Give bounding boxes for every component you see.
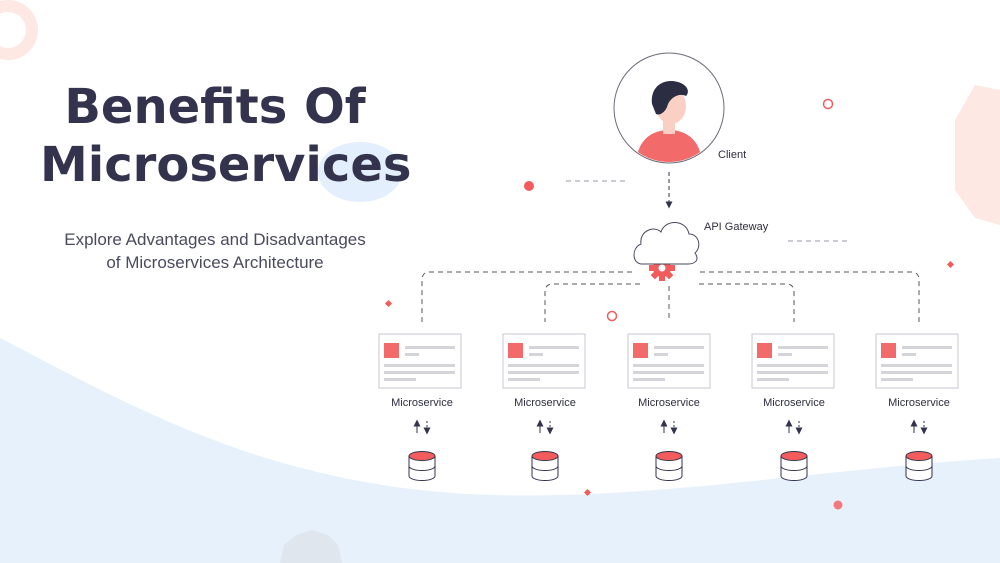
- connector-line: [699, 283, 795, 322]
- page-title: Benefits Of Microservices: [40, 78, 411, 194]
- card-icon: [881, 343, 896, 358]
- card-line: [384, 364, 455, 367]
- database-icon: [531, 451, 559, 481]
- api-gateway-node: API Gateway: [633, 221, 769, 281]
- card-line: [633, 364, 704, 367]
- card-line: [508, 378, 540, 381]
- sync-arrows-icon: [536, 419, 554, 435]
- connector-line: [544, 283, 640, 322]
- database-icon: [655, 451, 683, 481]
- page-subtitle: Explore Advantages and Disadvantages of …: [40, 228, 390, 274]
- card-line: [405, 353, 419, 356]
- microservice-node: Microservice: [751, 333, 835, 481]
- card-line: [508, 371, 579, 374]
- right-hexagon-shape: [955, 85, 1000, 225]
- sync-arrows-icon: [785, 419, 803, 435]
- card-line: [384, 371, 455, 374]
- decor-dot: [822, 98, 834, 110]
- microservice-label: Microservice: [638, 397, 700, 409]
- card-line: [405, 346, 455, 349]
- card-line: [881, 378, 913, 381]
- decor-diamond: [384, 299, 393, 308]
- client-node: Client: [613, 52, 746, 164]
- card-line: [508, 364, 579, 367]
- card-line: [654, 346, 704, 349]
- card-line: [757, 371, 828, 374]
- top-left-ring: [0, 0, 38, 60]
- title-line-2: Microservices: [40, 137, 412, 193]
- gateway-label: API Gateway: [704, 221, 769, 233]
- microservice-node: Microservice: [502, 333, 586, 481]
- card-line: [881, 371, 952, 374]
- card-line: [633, 378, 665, 381]
- sync-arrows-icon: [413, 419, 431, 435]
- decor-dot: [524, 181, 534, 191]
- connector-line: [700, 271, 920, 322]
- bottom-gear-shape: [280, 530, 342, 563]
- microservice-label: Microservice: [888, 397, 950, 409]
- database-icon: [905, 451, 933, 481]
- connector-line: [421, 271, 632, 322]
- microservice-node: Microservice: [378, 333, 462, 481]
- card-icon: [384, 343, 399, 358]
- microservice-node: Microservice: [875, 333, 959, 481]
- card-line: [757, 364, 828, 367]
- card-line: [529, 346, 579, 349]
- card-line: [529, 353, 543, 356]
- title-highlight-blob: [318, 142, 402, 202]
- card-icon: [633, 343, 648, 358]
- sync-arrows-icon: [660, 419, 678, 435]
- cloud-icon: [633, 222, 700, 265]
- card-line: [902, 346, 952, 349]
- decor-diamond: [583, 488, 592, 497]
- card-line: [902, 353, 916, 356]
- title-line-1: Benefits Of: [64, 79, 366, 135]
- decor-dot: [833, 500, 843, 510]
- card-line: [654, 353, 668, 356]
- card-line: [881, 364, 952, 367]
- sync-arrows-icon: [910, 419, 928, 435]
- card-line: [384, 378, 416, 381]
- card-line: [778, 346, 828, 349]
- card-icon: [508, 343, 523, 358]
- decor-diamond: [946, 260, 955, 269]
- database-icon: [780, 451, 808, 481]
- client-avatar-icon: [636, 80, 702, 162]
- database-icon: [408, 451, 436, 481]
- client-label: Client: [718, 149, 746, 161]
- card-icon: [757, 343, 772, 358]
- subtitle-line-2: of Microservices Architecture: [106, 253, 324, 272]
- card-line: [633, 371, 704, 374]
- card-line: [778, 353, 792, 356]
- microservice-node: Microservice: [627, 333, 711, 481]
- background-wave: [0, 338, 1000, 563]
- microservice-label: Microservice: [514, 397, 576, 409]
- card-line: [757, 378, 789, 381]
- decor-dot: [606, 310, 618, 322]
- subtitle-line-1: Explore Advantages and Disadvantages: [64, 230, 366, 249]
- microservice-label: Microservice: [763, 397, 825, 409]
- microservice-label: Microservice: [391, 397, 453, 409]
